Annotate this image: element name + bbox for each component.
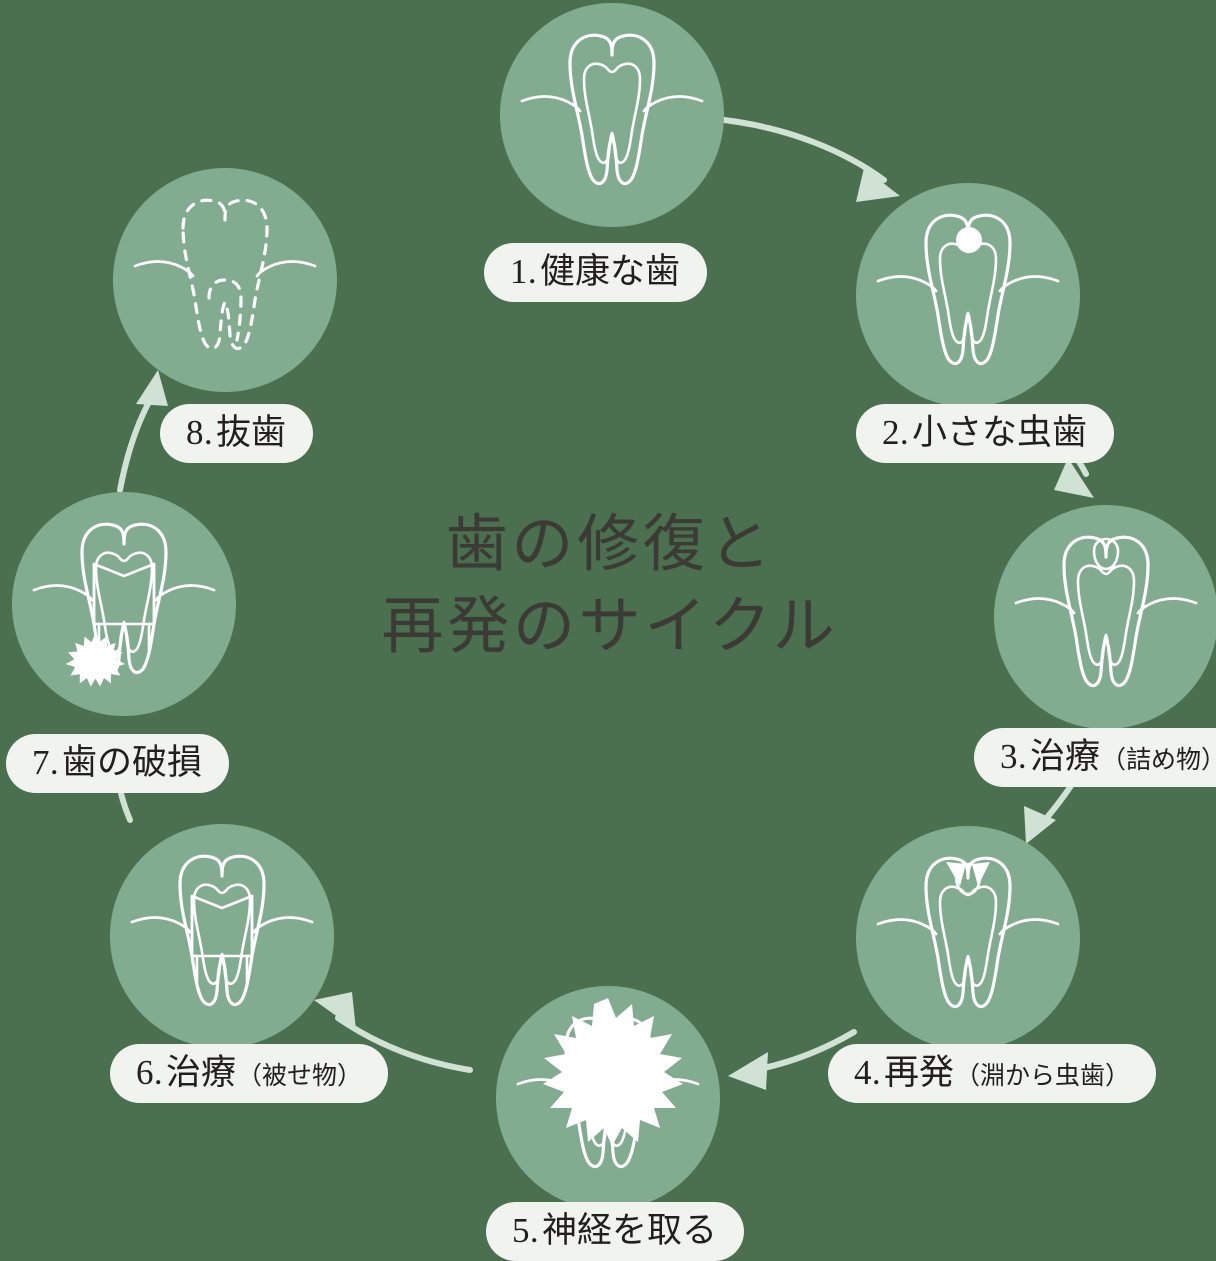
node-5-root-canal[interactable]: [496, 986, 720, 1210]
step-paren-4: （淵から虫歯）: [954, 1063, 1130, 1090]
step-text-3: 治療: [1029, 737, 1100, 776]
arrow-7-to-8: [117, 370, 168, 493]
node-1-healthy-tooth[interactable]: [500, 3, 724, 227]
step-number-6: 6.: [136, 1053, 163, 1092]
node-2-small-cavity[interactable]: [856, 183, 1080, 407]
step-number-7: 7.: [32, 743, 59, 782]
step-number-3: 3.: [1000, 737, 1027, 776]
node-6-crown[interactable]: [110, 824, 334, 1048]
arrow-5-to-6: [314, 992, 473, 1073]
step-text-7: 歯の破損: [61, 743, 202, 782]
step-label-8[interactable]: 8. 抜歯: [160, 404, 313, 464]
step-paren-6: （被せ物）: [236, 1063, 362, 1090]
step-label-7[interactable]: 7. 歯の破損: [6, 734, 229, 794]
node-3-filling[interactable]: [994, 505, 1216, 729]
step-number-2: 2.: [882, 413, 909, 452]
step-text-5: 神経を取る: [541, 1211, 717, 1250]
step-paren-3: （詰め物）: [1100, 747, 1216, 774]
step-text-4: 再発: [883, 1053, 954, 1092]
arrow-3-to-4: [1024, 781, 1075, 844]
node-7-fracture[interactable]: [12, 492, 236, 716]
step-number-8: 8.: [186, 413, 213, 452]
step-label-3[interactable]: 3. 治療 （詰め物）: [974, 728, 1216, 788]
node-8-extraction[interactable]: [113, 168, 337, 392]
node-4-recurrent-decay[interactable]: [856, 826, 1080, 1050]
arrow-1-to-2: [721, 117, 900, 202]
step-number-4: 4.: [854, 1053, 881, 1092]
step-label-5[interactable]: 5. 神経を取る: [486, 1202, 744, 1261]
step-text-1: 健康な歯: [539, 252, 680, 291]
step-label-4[interactable]: 4. 再発 （淵から虫歯）: [828, 1044, 1156, 1104]
step-label-1[interactable]: 1. 健康な歯: [484, 243, 707, 303]
step-number-1: 1.: [510, 252, 537, 291]
step-label-6[interactable]: 6. 治療 （被せ物）: [110, 1044, 388, 1104]
step-text-8: 抜歯: [215, 413, 286, 452]
arrow-4-to-5: [728, 1029, 857, 1090]
diagram-title: 歯の修復と 再発のサイクル: [381, 511, 839, 661]
step-text-6: 治療: [165, 1053, 236, 1092]
step-text-2: 小さな虫歯: [911, 413, 1087, 452]
step-label-2[interactable]: 2. 小さな虫歯: [856, 404, 1114, 464]
step-number-5: 5.: [512, 1211, 539, 1250]
